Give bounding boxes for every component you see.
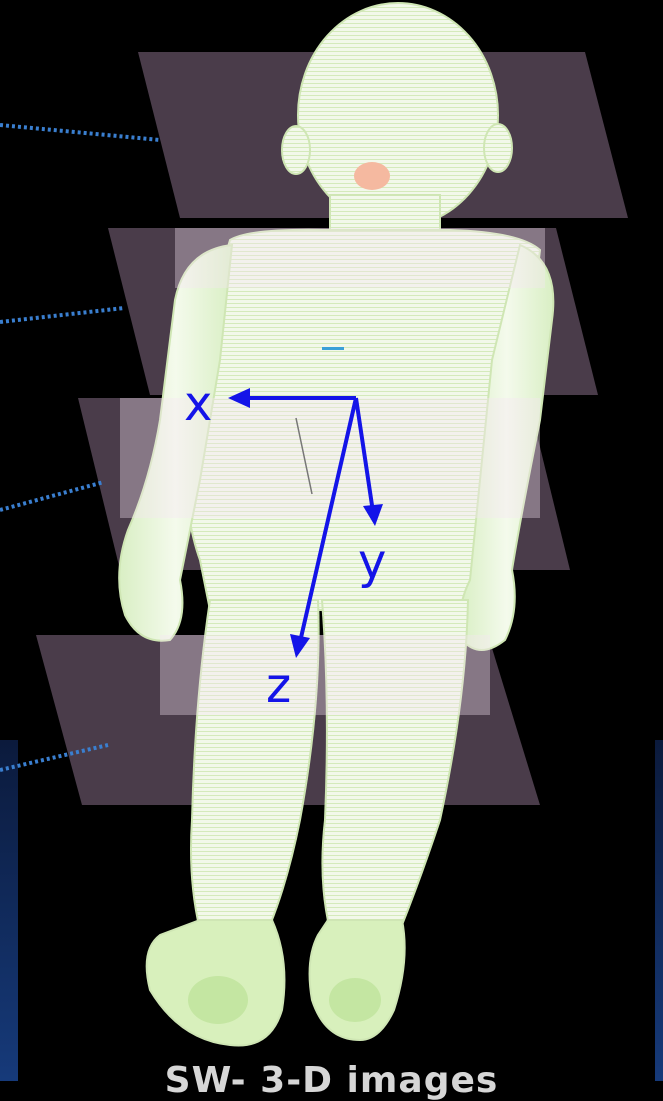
- chest-mark: [322, 347, 344, 350]
- y-axis-label: y: [358, 534, 386, 590]
- x-axis-label: x: [184, 376, 212, 432]
- right-foot-sole: [329, 978, 381, 1022]
- leader-line-head: [0, 125, 160, 140]
- right-ear: [484, 124, 512, 172]
- left-ear: [282, 126, 310, 174]
- plane-overlay-legs: [160, 635, 490, 715]
- head: [298, 3, 498, 227]
- z-axis-label: z: [266, 658, 291, 714]
- leader-line-abdomen: [0, 482, 104, 510]
- leader-line-chest: [0, 308, 124, 322]
- left-foot-sole: [188, 976, 248, 1024]
- mouth: [354, 162, 390, 190]
- plane-overlay-abdomen: [120, 398, 540, 518]
- plane-overlay-chest: [175, 228, 545, 288]
